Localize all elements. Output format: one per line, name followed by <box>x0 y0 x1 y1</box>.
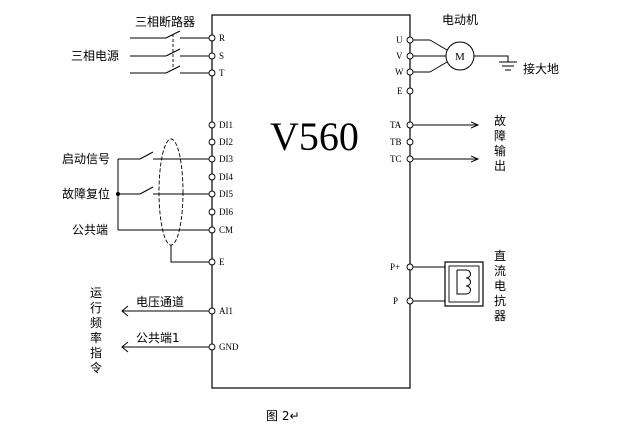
control-input-wiring <box>116 138 209 263</box>
pin-di6 <box>208 208 216 216</box>
dc-reactor-label: 直 流 电 抗 器 <box>494 249 506 323</box>
power-label: 三相电源 <box>71 49 119 63</box>
term-p-plus: P+ <box>390 262 400 272</box>
pin-p <box>406 297 414 305</box>
term-r: R <box>219 33 225 43</box>
fault-output-wiring <box>413 125 478 159</box>
term-w: W <box>395 67 404 77</box>
run-freq-char: 行 <box>90 301 102 315</box>
pin-r <box>208 34 216 42</box>
dc-reactor-char: 电 <box>494 279 506 293</box>
term-e-right: E <box>397 86 403 96</box>
pin-di3 <box>208 155 216 163</box>
pin-di5 <box>208 190 216 198</box>
right-terminals: U V W E TA TB TC P+ P <box>390 35 414 306</box>
run-freq-label: 运 行 频 率 指 令 <box>90 286 102 375</box>
junction-dot <box>116 192 120 196</box>
inductor-coil-icon <box>465 269 471 295</box>
analog-input-wiring <box>121 305 209 353</box>
shield-ellipse <box>158 138 184 246</box>
fault-reset-label: 故障复位 <box>62 186 110 201</box>
pin-ta <box>406 121 414 129</box>
term-di5: DI5 <box>219 189 233 199</box>
dc-reactor-char: 器 <box>494 309 506 323</box>
pin-v <box>406 52 414 60</box>
fault-out-char: 出 <box>494 159 506 173</box>
left-terminals: R S T DI1 DI2 DI3 DI4 DI5 DI6 CM E AI1 G… <box>208 33 239 352</box>
motor-symbol: M <box>455 51 465 63</box>
term-ai1: AI1 <box>219 306 233 316</box>
term-e-left: E <box>219 257 225 267</box>
term-di1: DI1 <box>219 120 233 130</box>
dc-reactor-char: 抗 <box>494 293 506 308</box>
run-freq-char: 指 <box>90 345 102 360</box>
pin-t <box>208 69 216 77</box>
term-tb: TB <box>390 137 402 147</box>
run-freq-char: 频 <box>90 316 102 330</box>
term-di3: DI3 <box>219 154 233 164</box>
start-signal-label: 启动信号 <box>62 152 110 166</box>
pin-ai1 <box>208 307 216 315</box>
power-input-wiring <box>130 30 209 74</box>
term-t: T <box>219 68 225 78</box>
reactor-outer-frame <box>444 261 484 307</box>
pin-e-left <box>208 258 216 266</box>
term-s: S <box>219 51 224 61</box>
term-ta: TA <box>390 120 402 130</box>
fault-out-char: 障 <box>494 128 506 143</box>
ground-icon <box>499 61 517 71</box>
dc-reactor-char: 流 <box>494 264 506 278</box>
drive-box <box>211 14 411 389</box>
common1-label: 公共端1 <box>136 331 180 345</box>
dc-reactor-char: 直 <box>494 249 506 263</box>
reactor-inner-frame <box>448 265 480 303</box>
pin-e-right <box>406 87 414 95</box>
term-cm: CM <box>219 225 233 235</box>
term-tc: TC <box>390 154 402 164</box>
ground-label: 接大地 <box>523 61 559 76</box>
pin-di1 <box>208 121 216 129</box>
common-label: 公共端 <box>72 223 108 237</box>
motor-wiring: M <box>413 39 517 73</box>
term-u: U <box>396 35 403 45</box>
breaker-label: 三相断路器 <box>135 14 195 29</box>
dc-reactor-wiring <box>413 261 484 307</box>
pin-di4 <box>208 173 216 181</box>
pin-u <box>406 36 414 44</box>
term-gnd: GND <box>219 342 239 352</box>
pin-cm <box>208 226 216 234</box>
pin-gnd <box>208 343 216 351</box>
term-di4: DI4 <box>219 172 233 182</box>
term-di2: DI2 <box>219 137 233 147</box>
pin-di2 <box>208 138 216 146</box>
fault-out-char: 输 <box>494 143 506 158</box>
term-di6: DI6 <box>219 207 233 217</box>
fault-out-char: 故 <box>494 113 506 128</box>
pin-tc <box>406 155 414 163</box>
pin-tb <box>406 138 414 146</box>
run-freq-char: 率 <box>90 330 102 345</box>
fault-output-label: 故 障 输 出 <box>494 113 506 173</box>
pin-s <box>208 52 216 60</box>
pin-p-plus <box>406 263 414 271</box>
motor-label: 电动机 <box>442 13 478 27</box>
pin-w <box>406 68 414 76</box>
figure-caption: 图 2↵ <box>266 409 300 423</box>
run-freq-char: 令 <box>90 360 102 375</box>
model-label: V560 <box>270 114 359 159</box>
term-v: V <box>396 51 403 61</box>
voltage-channel-label: 电压通道 <box>136 295 184 309</box>
term-p: P <box>393 296 398 306</box>
run-freq-char: 运 <box>90 286 102 300</box>
